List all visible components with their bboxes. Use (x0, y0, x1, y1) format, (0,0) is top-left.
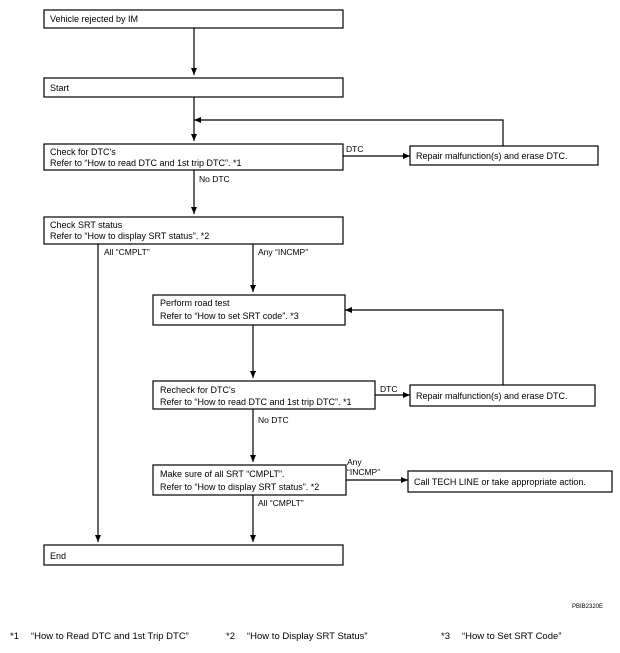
node-repair-2-text: Repair malfunction(s) and erase DTC. (416, 391, 568, 401)
node-start: Start (43, 77, 344, 98)
node-check-dtc: Check for DTC's Refer to “How to read DT… (43, 143, 344, 171)
node-recheck-dtc-line1: Recheck for DTC's (160, 385, 236, 395)
edges (95, 28, 504, 542)
edge-label-incmp-2: “INCMP” (347, 467, 380, 477)
edge-labels: DTC No DTC All “CMPLT” Any “INCMP” DTC N… (104, 144, 397, 508)
flowchart: DTC No DTC All “CMPLT” Any “INCMP” DTC N… (43, 9, 613, 566)
node-road-test-line1: Perform road test (160, 298, 230, 308)
node-check-srt: Check SRT status Refer to “How to displa… (43, 216, 344, 245)
node-tech-line-text: Call TECH LINE or take appropriate actio… (414, 477, 586, 487)
edge-label-no-dtc-1: No DTC (199, 174, 230, 184)
edge-label-all-cmplt-2: All “CMPLT” (258, 498, 304, 508)
node-check-dtc-line1: Check for DTC's (50, 147, 116, 157)
node-make-sure: Make sure of all SRT “CMPLT”. Refer to “… (152, 464, 347, 496)
node-end: End (43, 544, 344, 566)
footnote-3-text: “How to Set SRT Code” (462, 631, 562, 642)
edge-label-no-dtc-2: No DTC (258, 415, 289, 425)
edge-repair2-loop-back (345, 307, 504, 385)
node-check-dtc-line2: Refer to “How to read DTC and 1st trip D… (50, 158, 242, 168)
node-check-srt-line2: Refer to “How to display SRT status”. *2 (50, 231, 209, 241)
edge-label-any-1: Any (347, 457, 362, 467)
node-make-sure-line2: Refer to “How to display SRT status”. *2 (160, 482, 319, 492)
node-vehicle-rejected-text: Vehicle rejected by IM (50, 14, 138, 24)
node-repair-1-text: Repair malfunction(s) and erase DTC. (416, 151, 568, 161)
node-vehicle-rejected: Vehicle rejected by IM (43, 9, 344, 29)
edge-label-dtc-2: DTC (380, 384, 397, 394)
footnotes: *1 “How to Read DTC and 1st Trip DTC” *2… (10, 631, 610, 645)
edge-label-any-incmp-1: Any “INCMP” (258, 247, 308, 257)
node-start-text: Start (50, 83, 70, 93)
edge-repair1-loop-back (194, 117, 504, 146)
node-road-test-line2: Refer to “How to set SRT code”. *3 (160, 311, 299, 321)
node-recheck-dtc-line2: Refer to “How to read DTC and 1st trip D… (160, 397, 352, 407)
node-make-sure-line1: Make sure of all SRT “CMPLT”. (160, 469, 285, 479)
edge-label-dtc-1: DTC (346, 144, 363, 154)
footnote-3-marker: *3 (441, 631, 450, 642)
node-tech-line: Call TECH LINE or take appropriate actio… (407, 470, 613, 493)
node-check-srt-line1: Check SRT status (50, 220, 123, 230)
node-repair-1: Repair malfunction(s) and erase DTC. (409, 145, 599, 166)
edge-label-all-cmplt-1: All “CMPLT” (104, 247, 150, 257)
footnote-2-marker: *2 (226, 631, 235, 642)
footnote-1-marker: *1 (10, 631, 19, 642)
footnote-1-text: “How to Read DTC and 1st Trip DTC” (31, 631, 189, 642)
node-end-text: End (50, 551, 66, 561)
node-repair-2: Repair malfunction(s) and erase DTC. (409, 384, 596, 407)
node-recheck-dtc: Recheck for DTC's Refer to “How to read … (152, 380, 376, 410)
node-road-test: Perform road test Refer to “How to set S… (152, 294, 346, 326)
footnote-2-text: “How to Display SRT Status” (247, 631, 368, 642)
figure-code: PBIB2320E (572, 604, 604, 610)
